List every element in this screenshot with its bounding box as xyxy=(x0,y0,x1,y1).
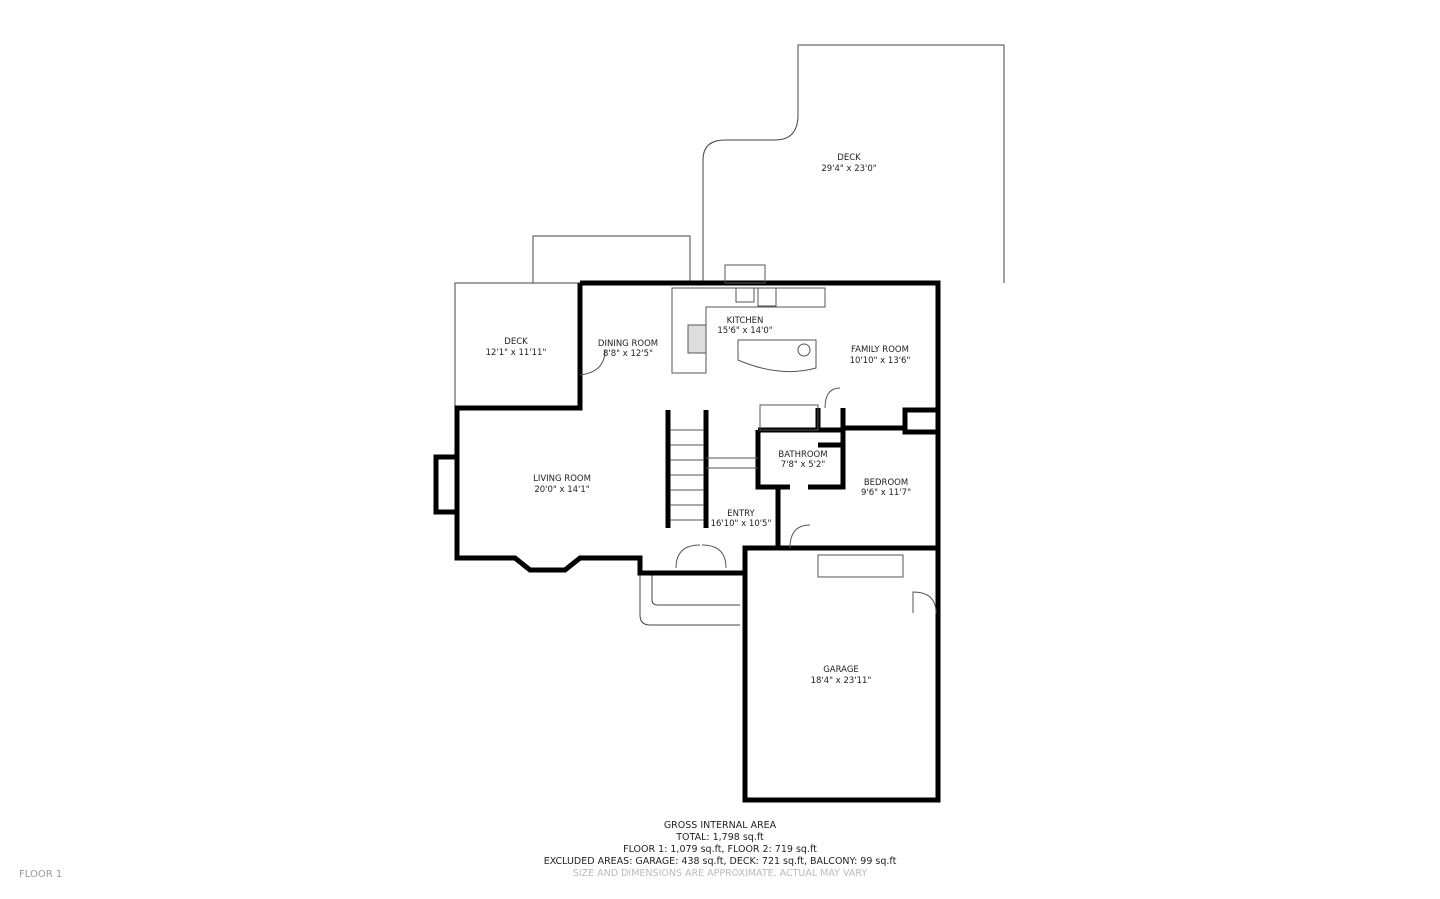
room-size: 12'1" x 11'11" xyxy=(486,348,547,358)
room-size: 8'8" x 12'5" xyxy=(603,349,653,359)
summary-floors: FLOOR 1: 1,079 sq.ft, FLOOR 2: 719 sq.ft xyxy=(623,844,817,855)
room-name: FAMILY ROOM xyxy=(851,345,909,355)
room-name: GARAGE xyxy=(823,665,859,675)
room-size: 18'4" x 23'11" xyxy=(811,676,872,686)
room-name: DECK xyxy=(837,153,861,163)
room-size: 7'8" x 5'2" xyxy=(781,460,826,470)
fixtures xyxy=(579,264,937,614)
room-labels: DECK 29'4" x 23'0" DECK 12'1" x 11'11" D… xyxy=(486,153,911,686)
stove-icon xyxy=(687,324,707,354)
room-size: 29'4" x 23'0" xyxy=(821,164,876,174)
room-name: DECK xyxy=(504,337,528,347)
kitchen-counter xyxy=(671,287,826,374)
room-name: KITCHEN xyxy=(727,316,764,326)
room-name: ENTRY xyxy=(727,509,755,519)
room-size: 15'6" x 14'0" xyxy=(717,326,772,336)
room-name: BEDROOM xyxy=(864,478,908,488)
floor-label: FLOOR 1 xyxy=(19,869,63,880)
walls xyxy=(433,280,941,803)
door-swing xyxy=(579,349,937,614)
summary-note: SIZE AND DIMENSIONS ARE APPROXIMATE, ACT… xyxy=(572,868,868,879)
room-size: 20'0" x 14'1" xyxy=(534,485,589,495)
front-step xyxy=(639,573,740,626)
summary-total: TOTAL: 1,798 sq.ft xyxy=(676,832,764,843)
porch-outline xyxy=(532,235,691,283)
room-name: LIVING ROOM xyxy=(533,474,591,484)
sink-icon xyxy=(797,343,811,357)
decks xyxy=(454,44,1005,626)
room-size: 9'6" x 11'7" xyxy=(861,488,911,498)
summary-excluded: EXCLUDED AREAS: GARAGE: 438 sq.ft, DECK:… xyxy=(543,856,897,867)
room-size: 16'10" x 10'5" xyxy=(711,519,772,529)
left-deck-outline xyxy=(454,282,580,408)
room-size: 10'10" x 13'6" xyxy=(850,356,911,366)
kitchen-island xyxy=(737,339,817,373)
room-name: BATHROOM xyxy=(778,450,827,460)
summary-title: GROSS INTERNAL AREA xyxy=(663,820,777,831)
stairs xyxy=(670,429,758,521)
room-name: DINING ROOM xyxy=(598,339,658,349)
upper-deck-outline xyxy=(702,44,1005,283)
area-summary: GROSS INTERNAL AREA TOTAL: 1,798 sq.ft F… xyxy=(0,820,1440,880)
